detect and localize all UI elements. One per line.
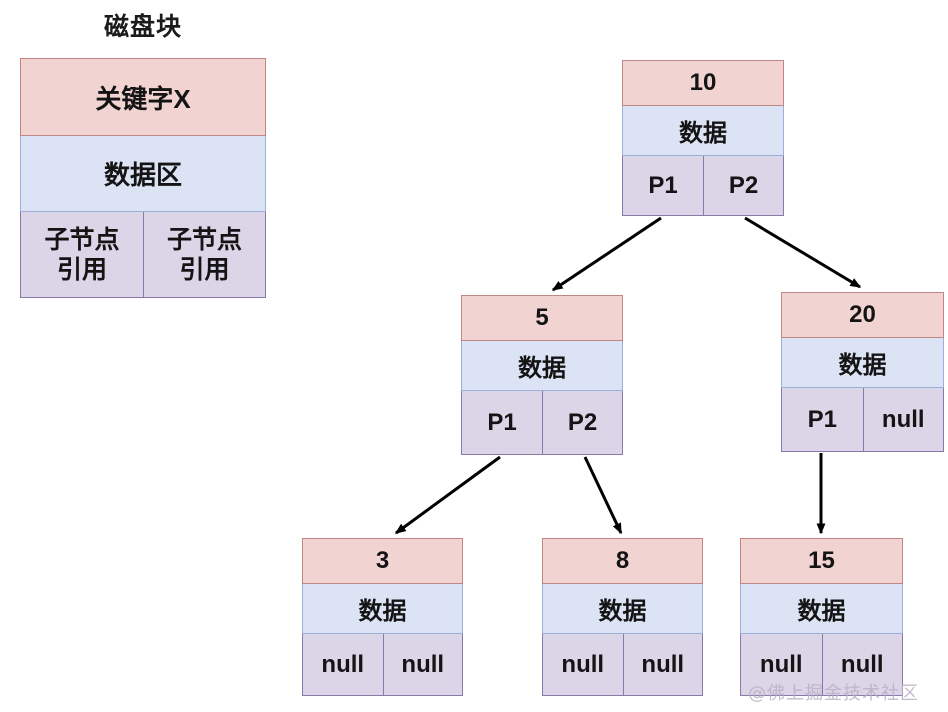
legend-key-cell: 关键字X [20, 58, 266, 136]
node-15-pointer-left: null [741, 634, 822, 695]
tree-node-root: 10 数据 P1 P2 [622, 60, 784, 216]
legend-title: 磁盘块 [103, 13, 182, 41]
edge-root-p1-to-node5 [551, 216, 662, 292]
node-20-pointer-row: P1 null [781, 388, 944, 452]
node-3-data: 数据 [302, 584, 463, 634]
node-15-key: 15 [740, 538, 903, 584]
node-5-pointer-right: P2 [542, 391, 622, 454]
tree-node-8: 8 数据 null null [542, 538, 703, 696]
node-3-pointer-row: null null [302, 634, 463, 696]
legend-data-cell: 数据区 [20, 136, 266, 212]
node-8-pointer-right: null [622, 634, 702, 695]
legend-pointer-left: 子节点 引用 [21, 212, 143, 297]
node-root-pointer-row: P1 P2 [622, 156, 784, 216]
node-root-data: 数据 [622, 106, 784, 156]
legend-disk-block: 关键字X 数据区 子节点 引用 子节点 引用 [20, 58, 266, 298]
node-20-key: 20 [781, 292, 944, 338]
node-15-data: 数据 [740, 584, 903, 634]
legend-pointer-right-line1: 子节点 [166, 225, 242, 254]
node-20-pointer-right: null [862, 388, 943, 451]
node-root-key: 10 [622, 60, 784, 106]
edge-node5-p1-to-node3 [394, 455, 501, 535]
node-3-pointer-right: null [382, 634, 462, 695]
node-20-pointer-left: P1 [782, 388, 863, 451]
edge-node5-p2-to-node8 [583, 456, 623, 535]
node-15-pointer-right: null [821, 634, 902, 695]
node-8-key: 8 [542, 538, 703, 584]
tree-node-3: 3 数据 null null [302, 538, 463, 696]
node-5-data: 数据 [461, 341, 623, 391]
legend-pointer-row: 子节点 引用 子节点 引用 [20, 212, 266, 298]
legend-pointer-left-line1: 子节点 [44, 225, 120, 254]
tree-node-20: 20 数据 P1 null [781, 292, 944, 452]
node-5-key: 5 [461, 295, 623, 341]
edge-root-p2-to-node20 [744, 216, 862, 289]
legend-pointer-left-line2: 引用 [56, 255, 107, 284]
node-3-key: 3 [302, 538, 463, 584]
watermark: @佛上掘金技术社区 [748, 683, 919, 704]
node-15-pointer-row: null null [740, 634, 903, 696]
node-root-pointer-right: P2 [703, 156, 783, 215]
node-8-pointer-row: null null [542, 634, 703, 696]
node-3-pointer-left: null [303, 634, 383, 695]
legend-pointer-right-line2: 引用 [179, 255, 230, 284]
node-root-pointer-left: P1 [623, 156, 703, 215]
tree-node-15: 15 数据 null null [740, 538, 903, 696]
node-8-pointer-left: null [543, 634, 623, 695]
node-5-pointer-left: P1 [462, 391, 542, 454]
node-8-data: 数据 [542, 584, 703, 634]
legend-pointer-right: 子节点 引用 [143, 212, 265, 297]
node-20-data: 数据 [781, 338, 944, 388]
node-5-pointer-row: P1 P2 [461, 391, 623, 455]
tree-node-5: 5 数据 P1 P2 [461, 295, 623, 455]
